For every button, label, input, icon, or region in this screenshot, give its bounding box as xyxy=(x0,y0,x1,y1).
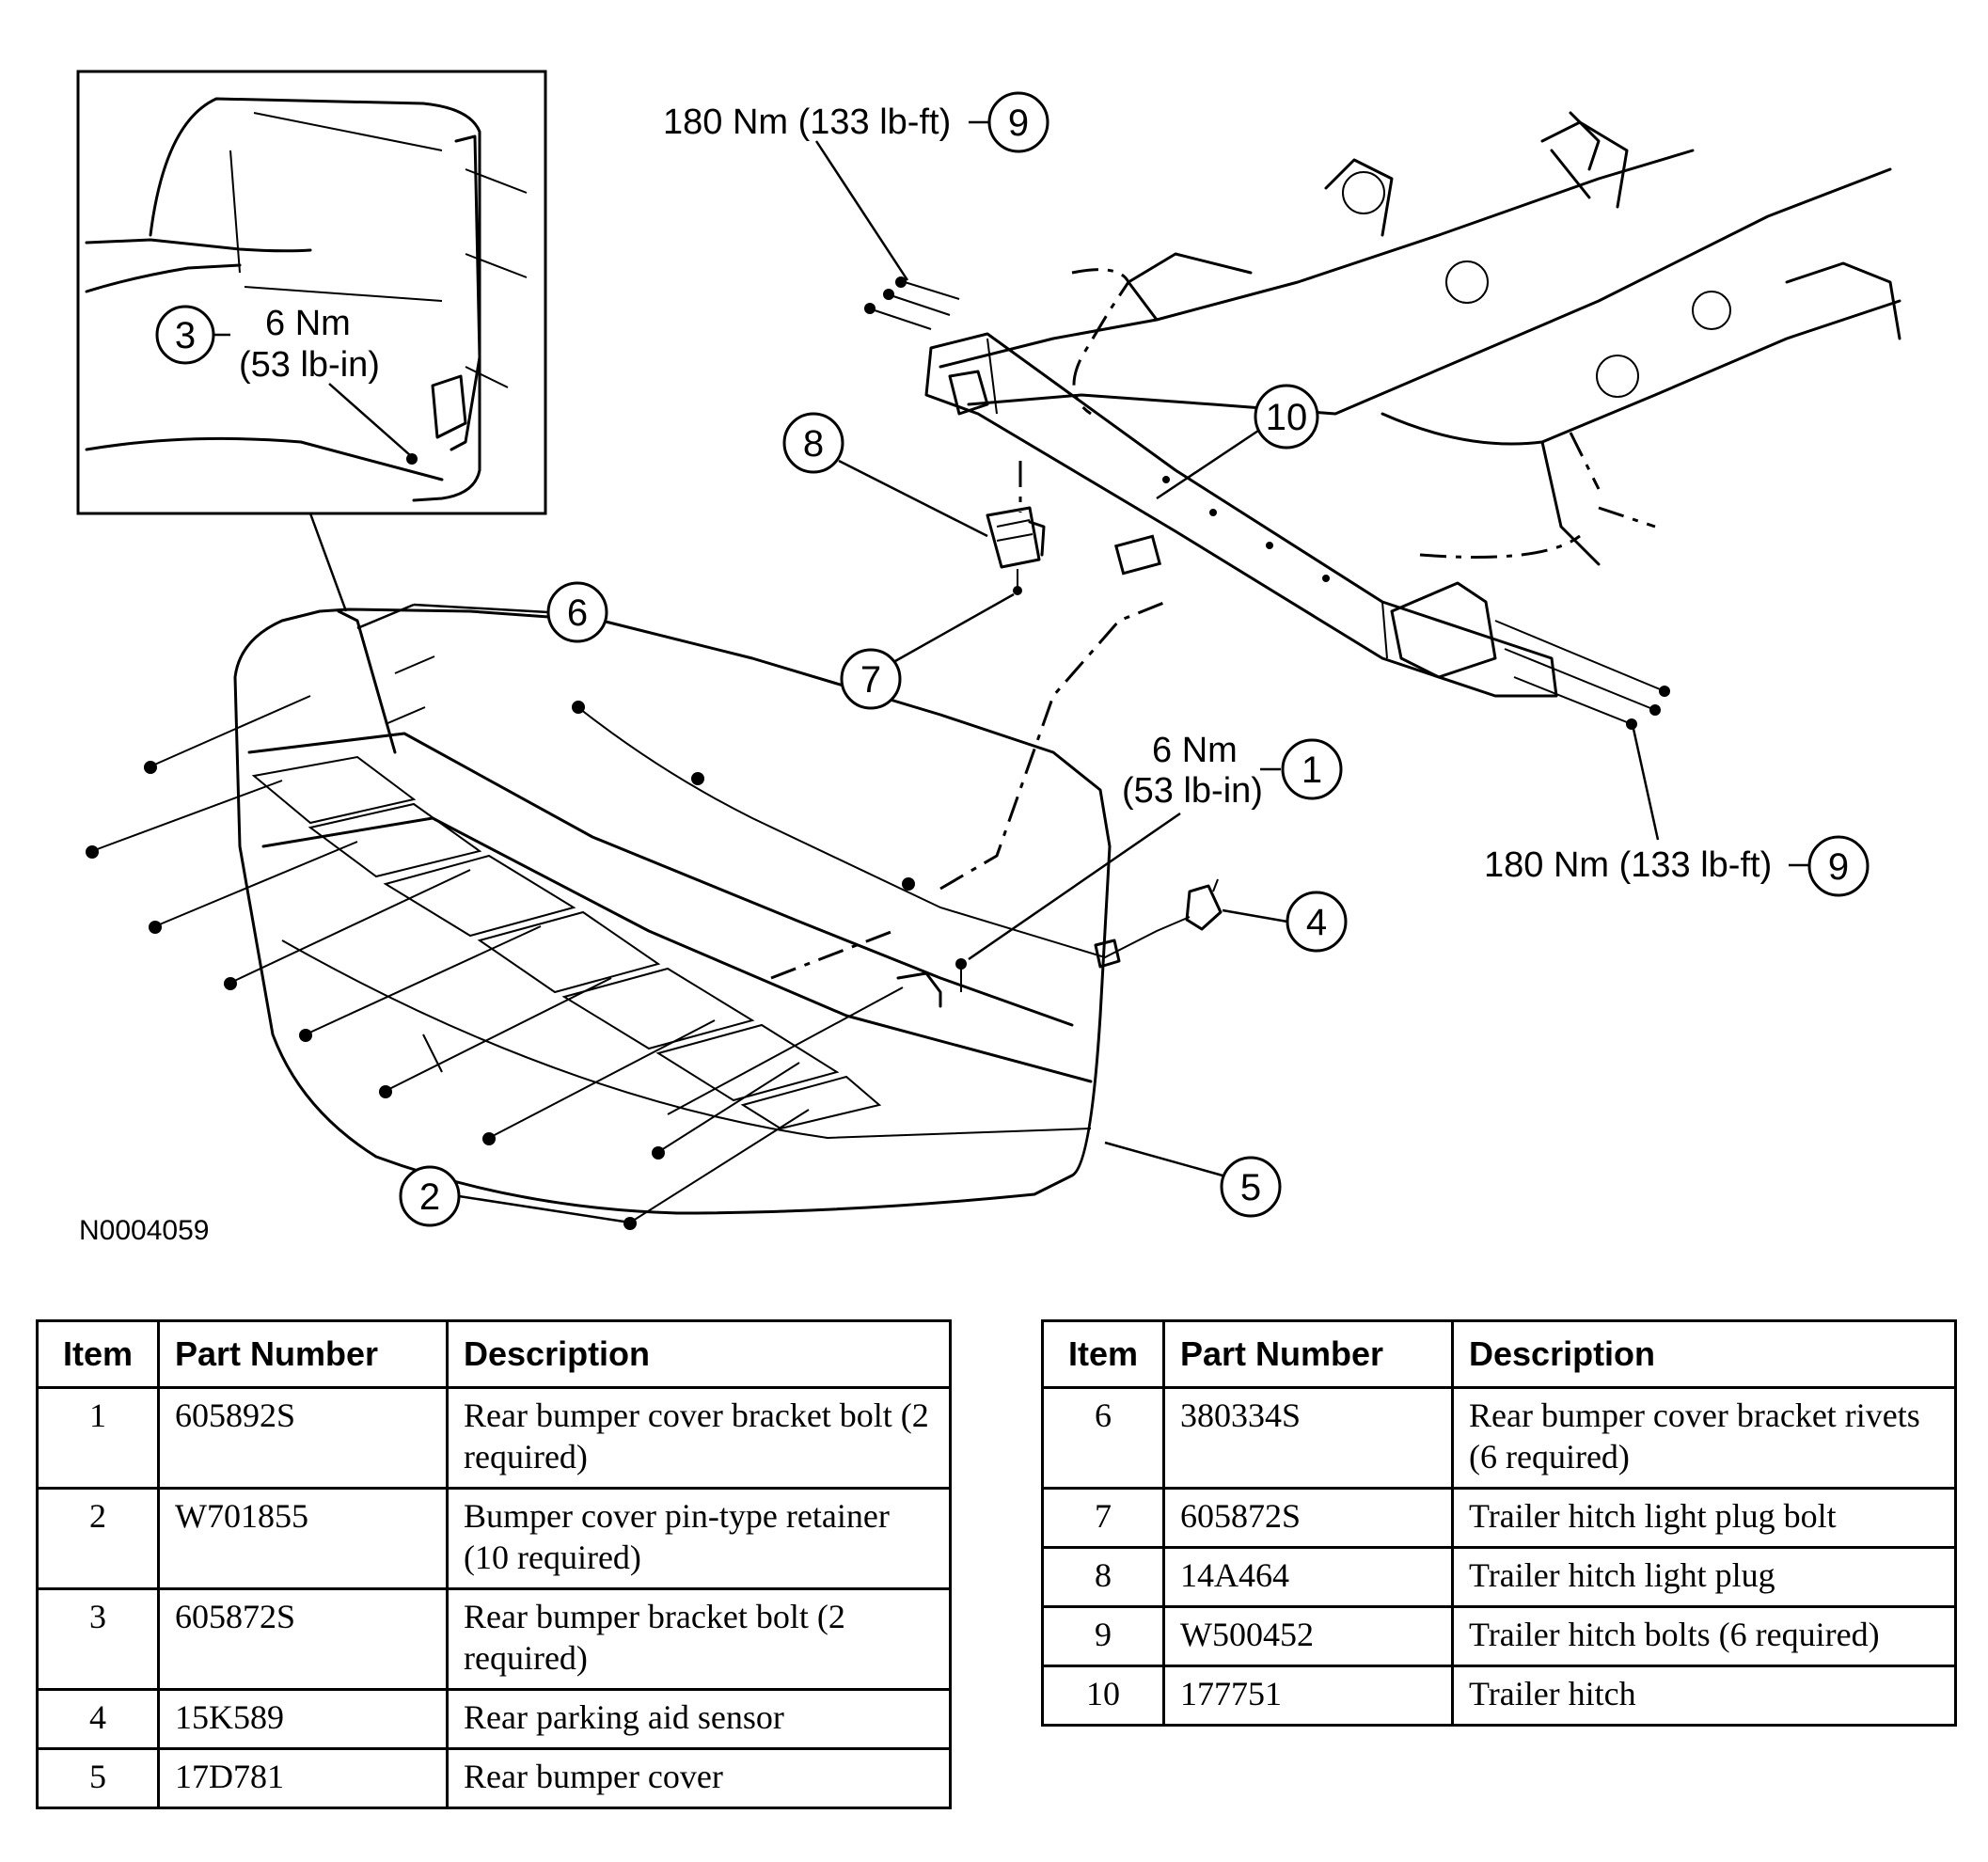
cell-part-number: 605872S xyxy=(1162,1487,1454,1549)
cell-description: Trailer hitch bolts (6 required) xyxy=(1451,1605,1957,1667)
callout-9-top: 180 Nm (133 lb-ft) 9 xyxy=(663,91,1049,281)
callout-5-number: 5 xyxy=(1240,1167,1261,1208)
cell-description: Rear parking aid sensor xyxy=(446,1688,952,1750)
cell-part-number: 380334S xyxy=(1162,1386,1454,1490)
cell-item: 6 xyxy=(1041,1386,1165,1490)
table-row: 8 14A464 Trailer hitch light plug xyxy=(1041,1546,1957,1608)
table-header-row: Item Part Number Description xyxy=(36,1319,952,1389)
cell-item: 5 xyxy=(36,1747,160,1809)
callout-5-circle xyxy=(1220,1156,1282,1218)
cell-part-number: W500452 xyxy=(1162,1605,1454,1667)
parts-table-left: Item Part Number Description 1 605892S R… xyxy=(36,1319,952,1809)
cell-item: 8 xyxy=(1041,1546,1165,1608)
cell-part-number: 14A464 xyxy=(1162,1546,1454,1608)
callout-3-torque-imperial: (53 lb-in) xyxy=(239,345,380,385)
trailer-hitch-light-plug xyxy=(986,461,1046,595)
callout-1-circle xyxy=(1281,738,1343,800)
callout-3-torque-nm: 6 Nm xyxy=(265,304,351,343)
callout-1-torque-imperial: (53 lb-in) xyxy=(1122,771,1263,811)
cell-item: 1 xyxy=(36,1386,160,1490)
table-row: 4 15K589 Rear parking aid sensor xyxy=(36,1688,952,1750)
pin-type-retainers xyxy=(86,695,904,1230)
cell-part-number: W701855 xyxy=(157,1487,449,1590)
callout-9-bottom: 180 Nm (133 lb-ft) 9 xyxy=(1484,728,1870,897)
table-row: 10 177751 Trailer hitch xyxy=(1041,1665,1957,1727)
header-description: Description xyxy=(1451,1319,1957,1389)
callout-3-number: 3 xyxy=(175,315,196,356)
cell-description: Trailer hitch light plug bolt xyxy=(1451,1487,1957,1549)
table-row: 6 380334S Rear bumper cover bracket rive… xyxy=(1041,1386,1957,1490)
callout-1: 6 Nm (53 lb-in) 1 xyxy=(968,731,1343,961)
callout-9-bottom-circle xyxy=(1807,835,1870,897)
cell-part-number: 605892S xyxy=(157,1386,449,1490)
table-row: 5 17D781 Rear bumper cover xyxy=(36,1747,952,1809)
callout-1-torque-nm: 6 Nm xyxy=(1152,731,1238,770)
callout-10: 10 xyxy=(1156,384,1319,500)
exploded-view-diagram: 3 6 Nm (53 lb-in) xyxy=(76,70,1901,1246)
table-row: 9 W500452 Trailer hitch bolts (6 require… xyxy=(1041,1605,1957,1667)
cell-part-number: 17D781 xyxy=(157,1747,449,1809)
table-row: 7 605872S Trailer hitch light plug bolt xyxy=(1041,1487,1957,1549)
callout-8: 8 xyxy=(782,412,988,538)
callout-9-top-torque: 180 Nm (133 lb-ft) xyxy=(663,103,951,142)
callout-10-number: 10 xyxy=(1266,397,1308,438)
header-part-number: Part Number xyxy=(1162,1319,1454,1389)
header-item: Item xyxy=(1041,1319,1165,1389)
table-row: 3 605872S Rear bumper bracket bolt (2 re… xyxy=(36,1587,952,1691)
cell-description: Rear bumper cover xyxy=(446,1747,952,1809)
callout-2-number: 2 xyxy=(419,1176,440,1218)
callout-7-circle xyxy=(840,648,902,710)
callout-8-number: 8 xyxy=(803,423,824,465)
trailer-hitch-frame xyxy=(864,111,1901,730)
detail-inset: 3 6 Nm (53 lb-in) xyxy=(76,70,547,515)
callout-9-bottom-number: 9 xyxy=(1828,846,1849,888)
table-header-row: Item Part Number Description xyxy=(1041,1319,1957,1389)
cell-description: Rear bumper bracket bolt (2 required) xyxy=(446,1587,952,1691)
cell-description: Rear bumper cover bracket rivets (6 requ… xyxy=(1451,1386,1957,1490)
callout-9-top-circle xyxy=(987,91,1049,153)
callout-10-circle xyxy=(1254,384,1319,450)
callout-6: 6 xyxy=(356,581,608,643)
header-description: Description xyxy=(446,1319,952,1389)
cell-item: 3 xyxy=(36,1587,160,1691)
cell-item: 9 xyxy=(1041,1605,1165,1667)
cell-item: 10 xyxy=(1041,1665,1165,1727)
callout-5: 5 xyxy=(1104,1141,1282,1218)
cell-description: Rear bumper cover bracket bolt (2 requir… xyxy=(446,1386,952,1490)
parts-table-right: Item Part Number Description 6 380334S R… xyxy=(1041,1319,1957,1727)
cell-part-number: 15K589 xyxy=(157,1688,449,1750)
figure-id: N0004059 xyxy=(79,1215,209,1246)
step-pad-grille xyxy=(251,755,882,1130)
cell-description: Bumper cover pin-type retainer (10 requi… xyxy=(446,1487,952,1590)
cell-part-number: 177751 xyxy=(1162,1665,1454,1727)
callout-6-number: 6 xyxy=(567,592,588,634)
callout-1-number: 1 xyxy=(1302,750,1322,791)
callout-9-bottom-torque: 180 Nm (133 lb-ft) xyxy=(1484,845,1772,885)
cell-description: Trailer hitch xyxy=(1451,1665,1957,1727)
callout-8-circle xyxy=(782,412,844,474)
cell-item: 7 xyxy=(1041,1487,1165,1549)
cell-description: Trailer hitch light plug xyxy=(1451,1546,1957,1608)
callout-9-top-number: 9 xyxy=(1008,103,1029,144)
table-row: 1 605892S Rear bumper cover bracket bolt… xyxy=(36,1386,952,1490)
callout-7-number: 7 xyxy=(860,659,881,701)
header-item: Item xyxy=(36,1319,160,1389)
cell-item: 2 xyxy=(36,1487,160,1590)
cell-item: 4 xyxy=(36,1688,160,1750)
callout-4: 4 xyxy=(1222,891,1348,953)
callout-2: 2 xyxy=(399,1165,631,1227)
callout-4-number: 4 xyxy=(1306,902,1327,943)
header-part-number: Part Number xyxy=(157,1319,449,1389)
callout-7: 7 xyxy=(840,592,1015,710)
cell-part-number: 605872S xyxy=(157,1587,449,1691)
rear-bumper-cover xyxy=(86,600,1223,1230)
table-row: 2 W701855 Bumper cover pin-type retainer… xyxy=(36,1487,952,1590)
